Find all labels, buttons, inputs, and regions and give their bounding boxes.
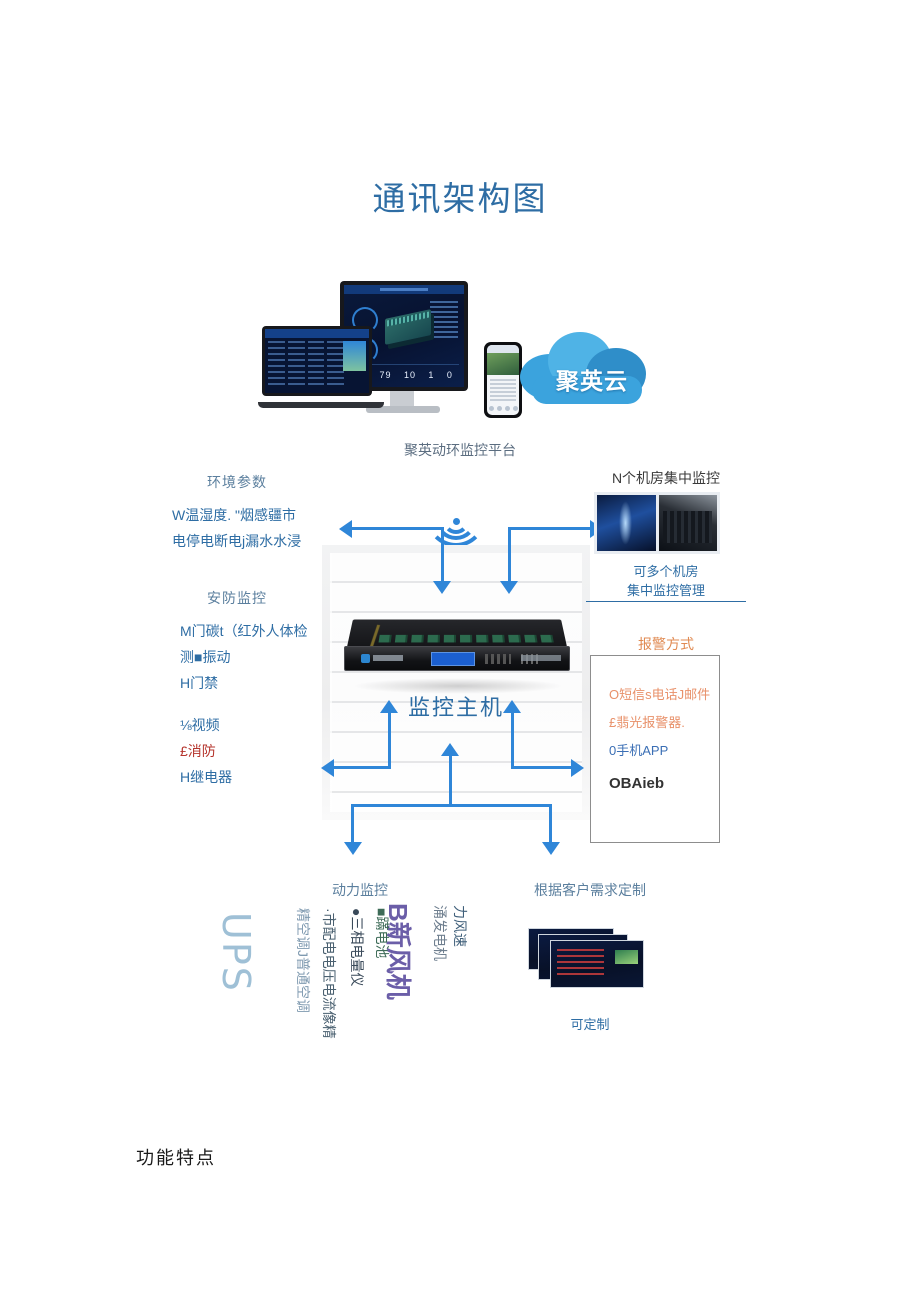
smartphone [484,342,522,418]
arrow-center-up-head [441,743,459,756]
security-line-6: H继电器 [180,769,233,785]
power-label-5: ●三相电量仪 [349,908,365,987]
laptop-base [258,402,384,408]
monitor-stand [390,388,414,410]
server-room-photo-2 [658,495,717,551]
power-label-4: ■蹣电池 [374,908,390,959]
alarm-methods-box: O短信s电话J邮件 £翡光报警器. 0手机APP OBAieb [590,655,720,843]
power-label-6: ·市配电电压电流像精 [321,908,337,1039]
host-front-panel [344,646,570,671]
features-heading: 功能特点 [136,1148,216,1168]
arrow-upper-right-v [508,527,511,583]
power-label-8: UPS [214,912,258,993]
arrow-upper-right-down-head [500,581,518,594]
server-rooms-photo [594,492,720,554]
arrow-bottom-left-v [351,804,354,844]
device-3d-render [384,308,431,345]
platform-caption: 聚英动环监控平台 [404,442,516,458]
security-line-1: M门碳t（红外人体检 [180,623,308,639]
platform-devices-illustration: 28791010 [258,276,652,426]
laptop [258,326,384,408]
arrow-center-bus-v [449,754,452,806]
laptop-screen [262,326,372,396]
server-room-photo-1 [597,495,656,551]
arrow-upper-right-h [508,527,592,530]
screen-topbar [344,285,464,294]
security-heading: 安防监控 [207,590,267,606]
env-params-line-1: W温湿度. "烟感疆市 [172,507,296,523]
arrow-lower-right-up-head [503,700,521,713]
arrow-bottom-right-head [542,842,560,855]
host-shadow [352,678,564,694]
alarm-item-4: OBAieb [609,775,665,792]
phone-screen [487,345,519,415]
customization-screenshots [528,928,644,988]
arrow-lower-right-v [511,712,514,768]
arrow-lower-left-v [388,712,391,768]
arrow-upper-left-down-head [433,581,451,594]
rooms-heading: N个机房集中监控 [611,470,721,486]
arrow-bottom-bus-h [351,804,552,807]
rooms-caption: 可多个机房 集中监控管理 [586,562,746,602]
customization-caption: 可定制 [570,1017,610,1032]
customization-heading: 根据客户需求定制 [534,882,646,898]
monitoring-host-device [344,618,570,676]
page-title: 通讯架构图 [372,179,548,218]
arrow-lower-right-head [571,759,584,777]
power-label-7: 精空调J普通空调 [295,908,311,1013]
laptop-dashboard [265,329,369,393]
security-line-5: £消防 [180,743,216,759]
cloud-logo: 聚英云 [514,324,652,406]
arrow-lower-left-h [334,766,391,769]
power-monitoring-heading: 动力监控 [332,882,388,898]
cloud-logo-text: 聚英云 [556,369,628,395]
alarm-item-3: 0手机APP [609,743,669,758]
power-label-1: 力风速 [452,905,468,947]
arrow-upper-left-v [441,527,444,583]
numbers-divider [348,364,460,365]
arrow-lower-right-h [511,766,573,769]
wifi-icon-upper [426,487,486,547]
host-top-panel [346,619,568,648]
host-label: 监控主机 [407,695,504,720]
arrow-bottom-right-v [549,804,552,844]
rooms-caption-line-2: 集中监控管理 [586,581,746,602]
arrow-lower-left-up-head [380,700,398,713]
arrow-bottom-left-head [344,842,362,855]
security-line-4: ⅛视频 [180,717,220,733]
env-params-heading: 环境参数 [207,474,267,490]
alarm-heading: 报警方式 [638,636,694,652]
arrow-upper-left-h [352,527,444,530]
alarm-item-1: O短信s电话J邮件 [609,687,711,702]
arrow-upper-left-head [339,520,352,538]
gauge-1 [352,307,378,333]
power-label-2: 涌发电机 [432,905,448,961]
env-params-line-2: 电停电断电j漏水水浸 [172,533,302,549]
security-line-2: 测■振动 [180,649,231,665]
alarm-item-2: £翡光报警器. [609,715,685,730]
monitor-side-rows [430,301,458,341]
arrow-lower-left-head [321,759,334,777]
rooms-caption-line-1: 可多个机房 [633,564,699,579]
custom-screenshot-3 [550,940,644,988]
monitor-base [366,406,440,413]
security-line-3: H门禁 [180,675,219,691]
